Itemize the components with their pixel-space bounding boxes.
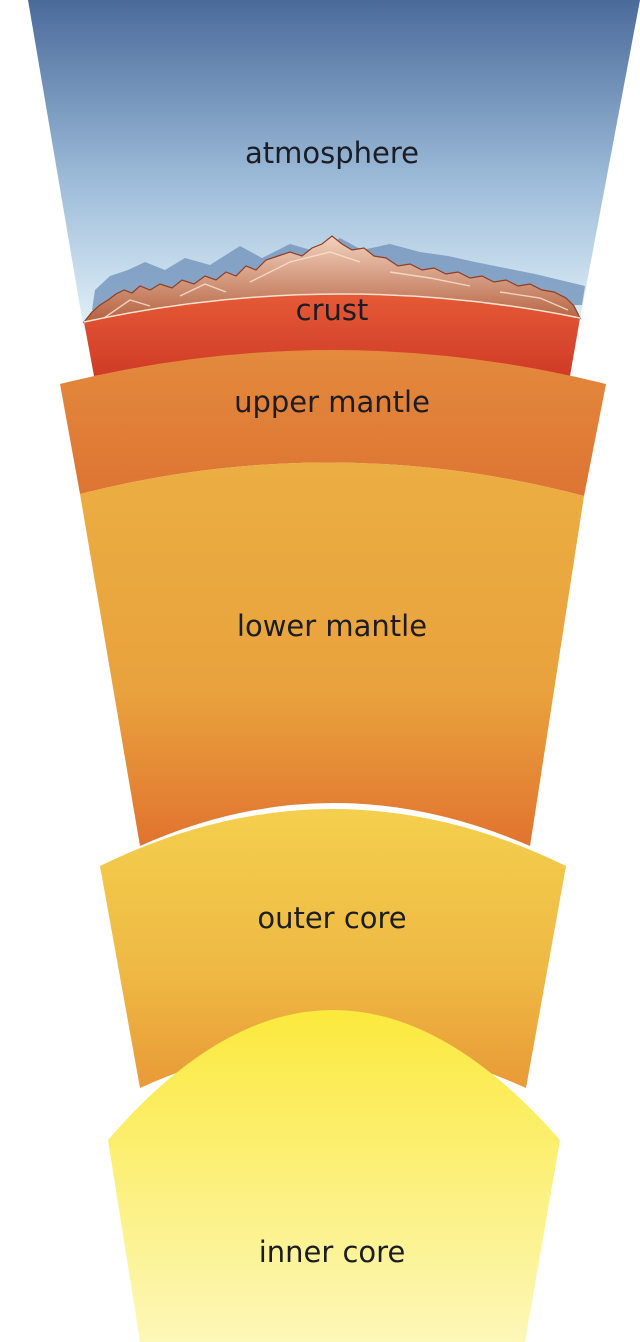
inner-core-label: inner core: [259, 1235, 406, 1269]
lower-mantle-layer: [80, 462, 584, 846]
inner-core-layer: [108, 1010, 560, 1342]
upper-mantle-layer: [60, 350, 606, 496]
crust-layer: [84, 293, 580, 376]
lower-mantle-label: lower mantle: [237, 609, 427, 643]
crust-label: crust: [296, 293, 369, 327]
outer-core-layer: [100, 809, 566, 1088]
upper-mantle-label: upper mantle: [234, 385, 430, 419]
atmosphere-label: atmosphere: [245, 136, 419, 170]
mountain-range-icon: [82, 235, 582, 323]
outer-core-label: outer core: [257, 901, 406, 935]
